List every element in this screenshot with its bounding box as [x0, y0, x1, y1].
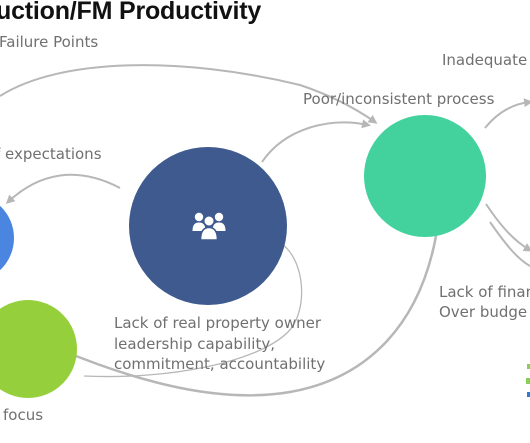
blue-circle [0, 205, 14, 271]
label-finance-line-1: Lack of finan [439, 283, 530, 301]
slide-title: uction/FM Productivity [0, 0, 262, 25]
green-circle [364, 115, 486, 237]
label-inadequate: Inadequate [442, 51, 528, 69]
lime-circle [0, 300, 77, 398]
accent-mark-2 [526, 378, 530, 384]
label-focus: focus [3, 406, 44, 424]
label-finance-line-2: Over budge [439, 303, 528, 321]
connector-center-to-focus [83, 243, 303, 378]
accent-mark-1 [527, 364, 530, 369]
connector-process-to-finance-2 [489, 221, 530, 267]
label-leadership-line-2: leadership capability, [114, 335, 275, 353]
people-group-icon [192, 212, 226, 241]
connector-process-to-inadequate [484, 98, 530, 129]
connector-process-to-focus [63, 235, 438, 397]
label-leadership-line-3: commitment, accountability [114, 355, 326, 373]
label-leadership-line-1: Lack of real property owner [114, 314, 321, 332]
connector-process-to-finance [485, 203, 530, 252]
connector-center-to-expectations [5, 173, 121, 205]
label-poor-process: Poor/inconsistent process [303, 90, 495, 108]
accent-mark-3 [527, 392, 530, 397]
label-expectations: f expectations [0, 145, 102, 163]
subtitle: Failure Points [0, 33, 99, 51]
connector-top-arc [0, 64, 378, 124]
connector-center-to-process [261, 119, 371, 163]
